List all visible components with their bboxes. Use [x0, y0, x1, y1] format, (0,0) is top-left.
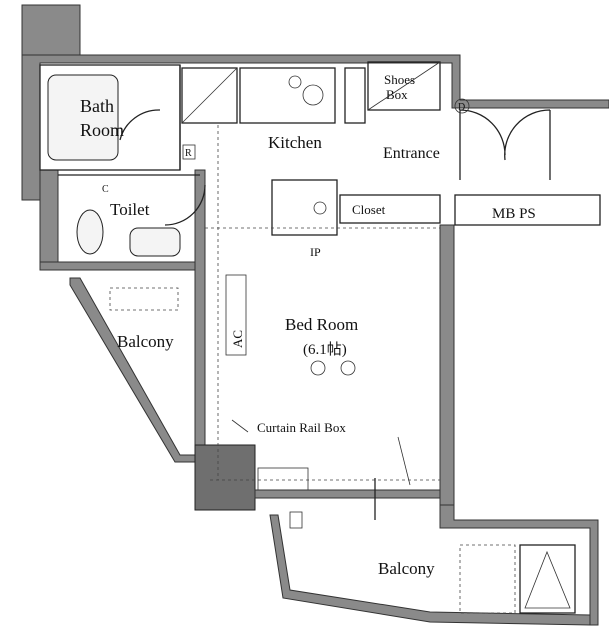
outer-wall-top [21, 54, 609, 201]
toilet-wall-left [39, 169, 59, 266]
toilet-sink [129, 227, 181, 257]
label-balcony-bottom: Balcony [378, 559, 435, 578]
washing-machine-pan [271, 179, 338, 236]
label-shoes: Shoes [384, 72, 415, 87]
bedroom-wall-right [439, 224, 455, 521]
label-box: Box [386, 87, 408, 102]
pillar-top-left [21, 4, 81, 58]
label-room: Room [80, 120, 124, 140]
outer-wall-right-bottom [439, 504, 599, 626]
label-mb-ps: MB PS [492, 206, 536, 222]
label-d: D [458, 102, 465, 113]
label-c: C [102, 184, 109, 195]
toilet-bowl [76, 209, 104, 255]
label-bedroom: Bed Room [285, 315, 358, 334]
label-closet: Closet [352, 202, 386, 217]
structural-pillar [194, 444, 256, 511]
shoes-box [367, 61, 441, 111]
label-bedroom-size: (6.1帖) [303, 341, 347, 358]
balcony-bottom-rail [269, 514, 591, 626]
labels: Bath Room Kitchen Shoes Box Entrance Toi… [80, 72, 536, 578]
ac-unit [225, 274, 247, 356]
label-balcony-left: Balcony [117, 332, 174, 351]
label-entrance: Entrance [383, 145, 440, 162]
stove [239, 67, 336, 124]
closet-box [339, 194, 441, 224]
label-bath: Bath [80, 96, 114, 116]
label-ac: AC [230, 330, 245, 348]
label-kitchen: Kitchen [268, 133, 322, 152]
bedroom-wall-bottom [254, 489, 441, 499]
label-curtain-rail-box: Curtain Rail Box [257, 420, 346, 435]
bedroom-wall-left [194, 169, 206, 451]
label-r: R [185, 148, 192, 159]
mb-ps-box [454, 194, 601, 226]
interior-lines [39, 61, 601, 614]
label-toilet: Toilet [110, 200, 150, 219]
shelf [344, 67, 366, 124]
door-symbol-icon [454, 98, 470, 114]
bathtub [47, 74, 119, 161]
kitchen-counter-left [181, 67, 238, 124]
balcony-left-rail [69, 277, 196, 463]
toilet-wall-bottom [39, 261, 206, 271]
refrigerator-icon [182, 144, 196, 160]
label-ip: IP [310, 245, 321, 259]
walls [21, 4, 609, 626]
